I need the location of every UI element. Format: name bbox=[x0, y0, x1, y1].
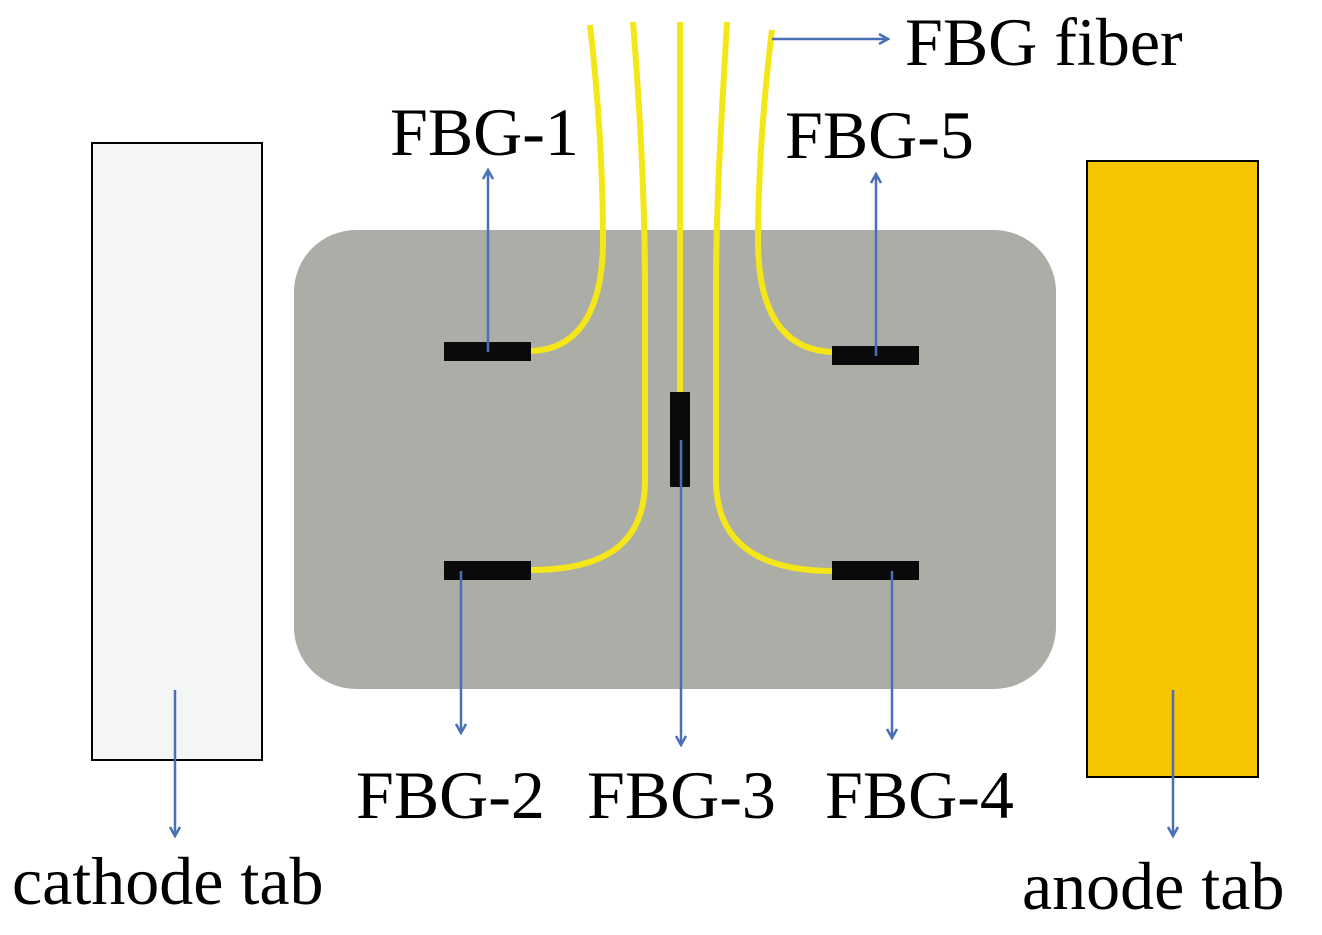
label-anode-tab: anode tab bbox=[1022, 848, 1284, 924]
label-fbg-2: FBG-2 bbox=[356, 757, 545, 833]
fiber-5 bbox=[754, 29, 834, 355]
anode-tab-rect bbox=[1086, 160, 1259, 778]
fiber-2 bbox=[529, 21, 648, 573]
cathode-tab-rect bbox=[91, 142, 263, 761]
fbg-fiber-bundle bbox=[529, 21, 834, 574]
label-fbg-5: FBG-5 bbox=[785, 97, 974, 173]
grating-fbg-2 bbox=[444, 561, 531, 580]
label-fbg-3: FBG-3 bbox=[587, 757, 776, 833]
label-fbg-4: FBG-4 bbox=[825, 757, 1014, 833]
label-fbg-1: FBG-1 bbox=[390, 94, 579, 170]
grating-fbg-4 bbox=[832, 561, 919, 580]
fiber-1 bbox=[529, 24, 607, 354]
grating-fbg-3 bbox=[670, 392, 690, 487]
label-fbg-fiber: FBG fiber bbox=[905, 4, 1183, 80]
label-cathode-tab: cathode tab bbox=[12, 843, 324, 919]
fiber-4 bbox=[713, 21, 834, 574]
